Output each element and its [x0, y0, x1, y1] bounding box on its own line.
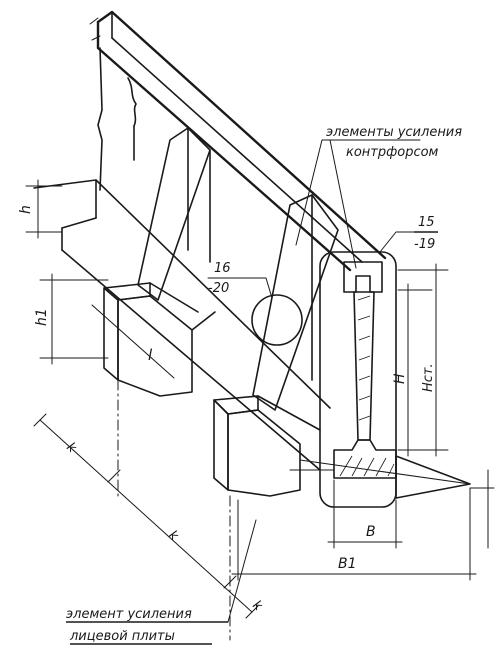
sloping-beam [89, 10, 387, 272]
dim-B: B [366, 524, 376, 540]
buttress-left [137, 127, 211, 301]
back-wall [97, 47, 137, 191]
label-buttress-line2: контрфорсом [346, 145, 439, 160]
label-detail-mid-den: -20 [208, 281, 229, 296]
dimension-lines [25, 179, 495, 641]
label-face-line2: лицевой плиты [69, 629, 175, 644]
dim-H: H [392, 373, 408, 384]
label-detail-top-num: 15 [418, 215, 435, 230]
dim-k-mid: k [165, 528, 181, 545]
dim-l: l [148, 346, 153, 364]
face-block-left [103, 282, 216, 397]
base-slab [33, 179, 331, 471]
detail-circle [251, 294, 303, 346]
dim-Hst: Hст. [421, 363, 436, 392]
dim-h: h [18, 205, 34, 214]
dim-h1: h1 [34, 308, 50, 326]
label-detail-top-den: -19 [414, 237, 435, 252]
cross-section [289, 251, 471, 508]
label-detail-mid-num: 16 [214, 261, 231, 276]
face-block-right [213, 395, 321, 497]
label-face-line1: элемент усиления [66, 607, 192, 622]
dim-B1: B1 [338, 556, 357, 572]
label-buttress-line1: элементы усиления [326, 125, 462, 140]
